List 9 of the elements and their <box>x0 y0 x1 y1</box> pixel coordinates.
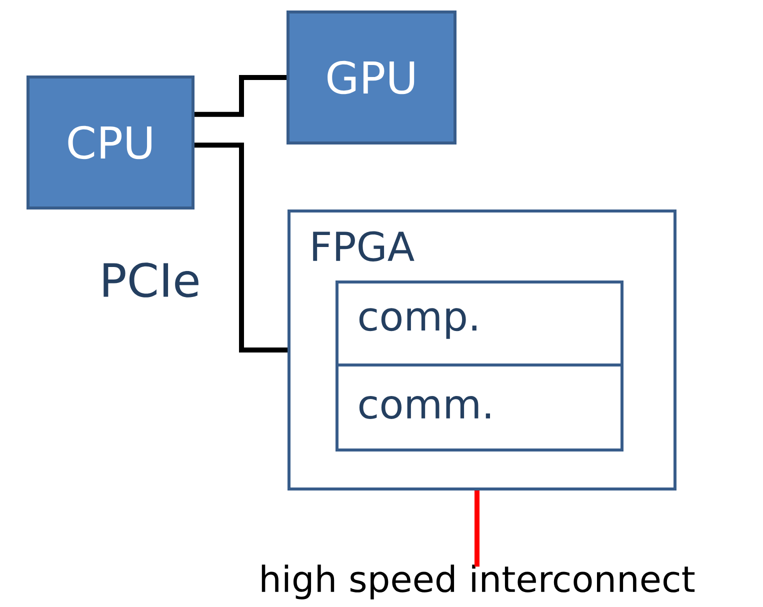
block-box: comp. <box>336 280 624 366</box>
process-box: GPU <box>286 10 456 144</box>
connector-line <box>194 75 286 117</box>
connector-line <box>194 142 288 352</box>
connector-line <box>474 490 480 567</box>
caption-text: high speed interconnect <box>262 564 695 600</box>
process-box: CPU <box>26 76 194 210</box>
block-box: comm. <box>336 364 624 452</box>
bus-label: PCIe <box>104 262 198 298</box>
